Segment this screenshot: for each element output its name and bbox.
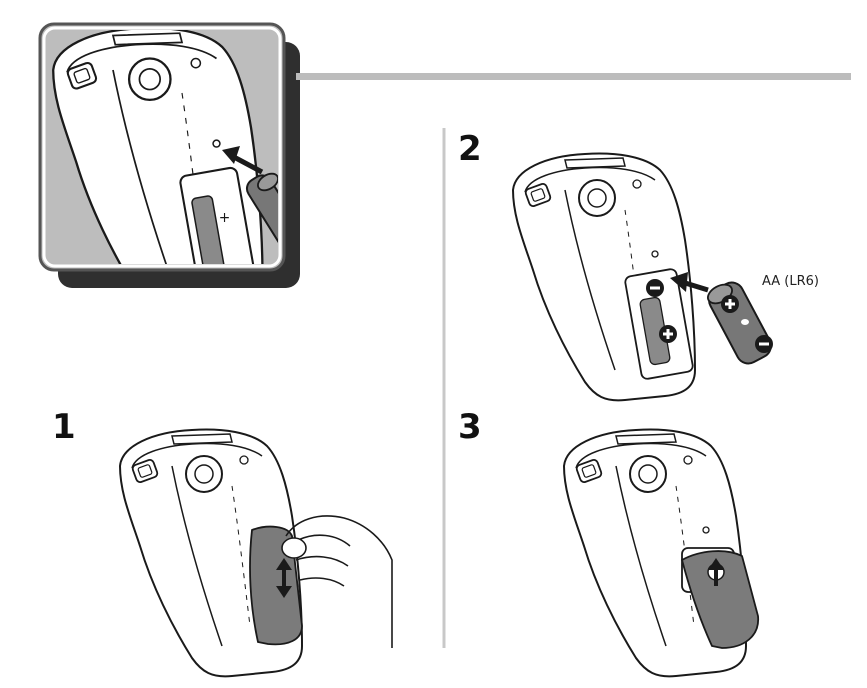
inset-battery (245, 172, 278, 256)
step-number-1: 1 (52, 407, 76, 447)
svg-text:+: + (219, 210, 231, 226)
inset-thumbnail: + (38, 22, 300, 288)
header-rule (296, 73, 851, 80)
step-2-illustration (512, 152, 773, 402)
inset-arrow-head (222, 146, 240, 164)
step-1-illustration (119, 428, 393, 678)
inset-frame-inner (42, 26, 282, 268)
battery-type-label: AA (LR6) (762, 274, 819, 289)
inset-arrow (230, 153, 264, 175)
aa-battery (707, 281, 773, 365)
hand-outline (285, 515, 393, 648)
step-number-2: 2 (458, 129, 482, 169)
step-3-illustration (563, 428, 759, 678)
battery-cover-open (680, 550, 759, 649)
step-number-3: 3 (458, 407, 482, 447)
